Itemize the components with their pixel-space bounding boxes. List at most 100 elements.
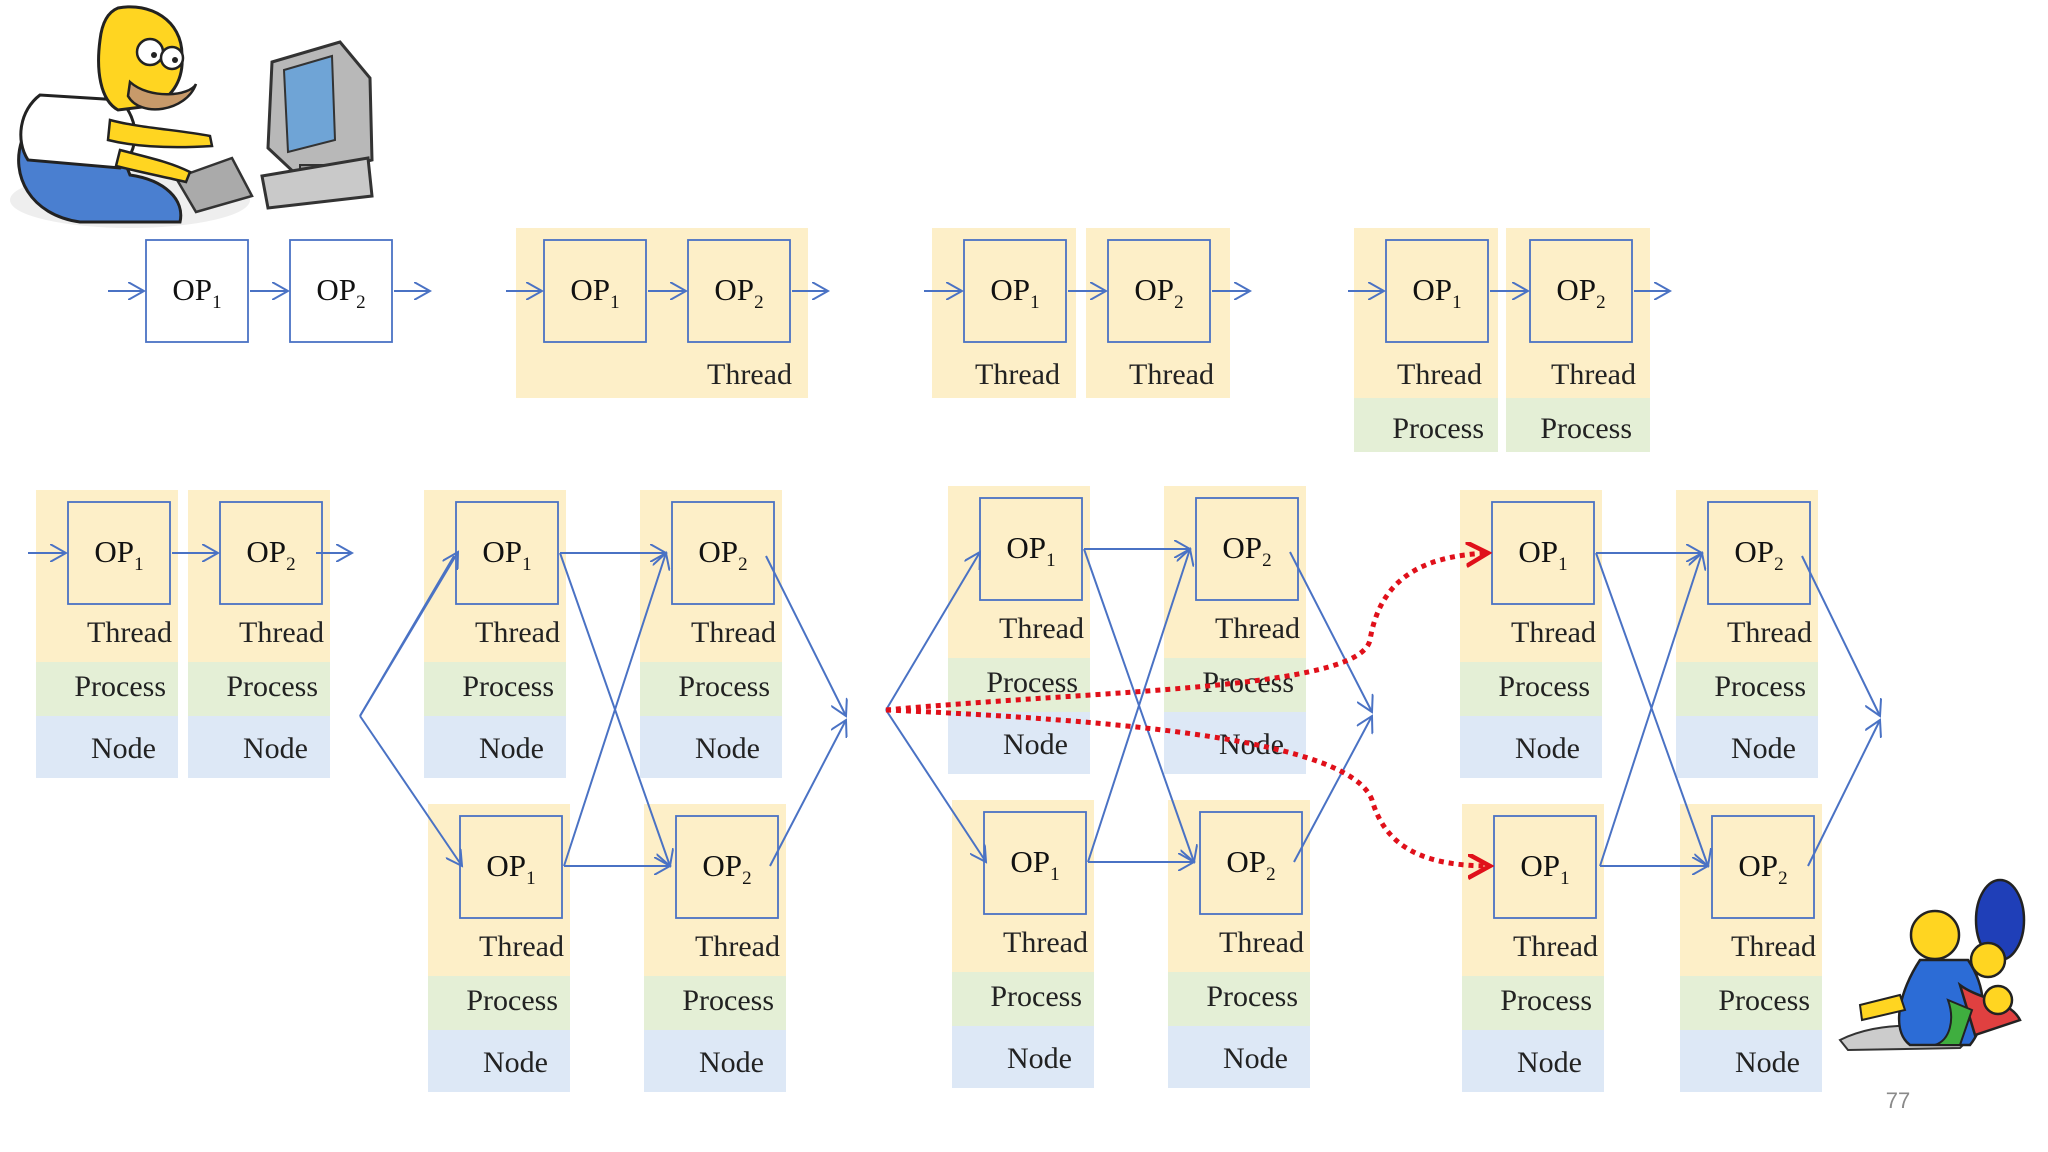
flow-arrow bbox=[359, 552, 458, 717]
process-label: Process bbox=[1498, 670, 1590, 703]
node-label: Node bbox=[699, 1046, 764, 1079]
flow-arrow bbox=[1599, 553, 1702, 867]
thread-region bbox=[952, 800, 1094, 972]
flow-arrow bbox=[1087, 549, 1190, 863]
thread-region bbox=[640, 490, 782, 662]
node-label: Node bbox=[243, 732, 308, 765]
homer-eye bbox=[135, 37, 165, 67]
thread-label: Thread bbox=[1511, 616, 1596, 649]
op-label: OP2 bbox=[1134, 272, 1183, 313]
node-label: Node bbox=[1219, 728, 1284, 761]
node-region bbox=[1462, 1030, 1604, 1092]
thread-label: Thread bbox=[1727, 616, 1812, 649]
op-label: OP1 bbox=[482, 534, 531, 575]
op-box bbox=[963, 239, 1067, 343]
thread-region bbox=[1460, 490, 1602, 662]
op-label: OP1 bbox=[1518, 534, 1567, 575]
thread-label: Thread bbox=[239, 616, 324, 649]
process-label: Process bbox=[1500, 984, 1592, 1017]
thread-region bbox=[1462, 804, 1604, 976]
thread-region bbox=[36, 490, 178, 662]
op-label: OP2 bbox=[1734, 534, 1783, 575]
remote-transfer-arrows bbox=[885, 553, 1490, 866]
flow-arrow bbox=[885, 552, 980, 711]
process-label: Process bbox=[682, 984, 774, 1017]
op-label: OP2 bbox=[1226, 844, 1275, 885]
node-region bbox=[640, 716, 782, 778]
op-box bbox=[1707, 501, 1811, 605]
process-region bbox=[1460, 662, 1602, 716]
thread-label: Thread bbox=[1003, 926, 1088, 959]
op-label: OP2 bbox=[714, 272, 763, 313]
thread-region bbox=[1164, 486, 1306, 658]
homer-head-small bbox=[1909, 909, 1961, 961]
process-label: Process bbox=[990, 980, 1082, 1013]
node-region bbox=[36, 716, 178, 778]
process-region bbox=[428, 976, 570, 1030]
process-label: Process bbox=[74, 670, 166, 703]
process-region bbox=[1676, 662, 1818, 716]
node-region bbox=[1676, 716, 1818, 778]
process-region bbox=[644, 976, 786, 1030]
op-box bbox=[145, 239, 249, 343]
computer-monitor bbox=[260, 40, 374, 210]
node-label: Node bbox=[1731, 732, 1796, 765]
op-box bbox=[675, 815, 779, 919]
thread-region bbox=[428, 804, 570, 976]
op-label: OP2 bbox=[698, 534, 747, 575]
op-box bbox=[289, 239, 393, 343]
op-label: OP1 bbox=[1010, 844, 1059, 885]
lisa-head bbox=[1982, 984, 2014, 1016]
op-label: OP1 bbox=[1006, 530, 1055, 571]
process-region bbox=[1164, 658, 1306, 712]
op-box bbox=[1199, 811, 1303, 915]
page-number: 77 bbox=[1885, 1088, 1911, 1113]
op-label: OP1 bbox=[570, 272, 619, 313]
flow-arrow bbox=[1801, 555, 1880, 716]
homer-arm bbox=[106, 118, 214, 149]
node-label: Node bbox=[695, 732, 760, 765]
thread-region bbox=[948, 486, 1090, 658]
thread-label: Thread bbox=[1551, 358, 1636, 391]
op-label: OP2 bbox=[316, 272, 365, 313]
thread-label: Thread bbox=[695, 930, 780, 963]
thread-label: Thread bbox=[707, 358, 792, 391]
process-label: Process bbox=[1718, 984, 1810, 1017]
thread-label: Thread bbox=[1731, 930, 1816, 963]
op-label: OP2 bbox=[246, 534, 295, 575]
flow-arrow bbox=[885, 709, 986, 862]
thread-label: Thread bbox=[479, 930, 564, 963]
op-box bbox=[1385, 239, 1489, 343]
process-region bbox=[948, 658, 1090, 712]
thread-region bbox=[1676, 490, 1818, 662]
process-label: Process bbox=[462, 670, 554, 703]
node-region bbox=[1460, 716, 1602, 778]
op-box bbox=[671, 501, 775, 605]
node-label: Node bbox=[1735, 1046, 1800, 1079]
thread-label: Thread bbox=[999, 612, 1084, 645]
process-region bbox=[36, 662, 178, 716]
process-region bbox=[1506, 398, 1650, 452]
op-box bbox=[67, 501, 171, 605]
homer-computer-illustration bbox=[10, 5, 374, 228]
flow-arrow bbox=[1289, 551, 1372, 712]
thread-label: Thread bbox=[1215, 612, 1300, 645]
thread-region bbox=[424, 490, 566, 662]
thread-region bbox=[644, 804, 786, 976]
process-label: Process bbox=[678, 670, 770, 703]
flow-arrow bbox=[769, 720, 846, 867]
thread-region bbox=[1086, 228, 1230, 398]
